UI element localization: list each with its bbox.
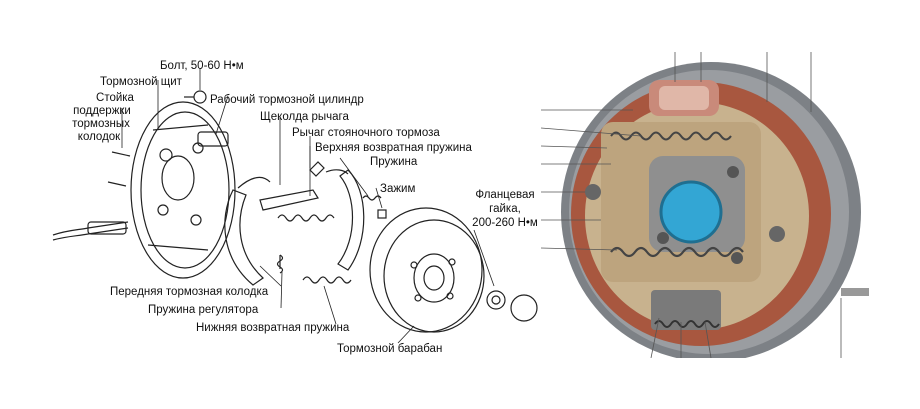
hub-cap-blue	[659, 180, 723, 244]
exploded-view-drawing	[52, 68, 538, 344]
cutaway-view-panel	[540, 52, 871, 362]
cutaway-view-drawing	[540, 52, 871, 362]
axle-stub	[841, 288, 869, 296]
front-shoe	[224, 189, 264, 286]
parking-lever	[259, 189, 319, 211]
support-pins	[107, 151, 131, 187]
label-support-line-4: колодок	[77, 131, 121, 143]
label-support-line-3: тормозных	[72, 118, 130, 130]
label-adjuster-spring: Пружина регулятора	[148, 304, 259, 316]
label-flange-nut-1: Фланцевая	[475, 189, 535, 201]
upper-spring-cutaway	[610, 131, 732, 141]
adjuster-block	[651, 290, 721, 330]
hub-cap	[510, 294, 538, 322]
label-clamp: Зажим	[380, 183, 416, 195]
label-flange-nut-3: 200-260 Н•м	[472, 217, 538, 229]
flange-nut	[486, 290, 506, 310]
label-spring: Пружина	[370, 156, 418, 168]
clamp-part	[377, 209, 387, 219]
label-bolt: Болт, 50-60 Н•м	[160, 60, 244, 72]
backing-plate	[130, 101, 236, 279]
label-upper-spring: Верхняя возвратная пружина	[315, 142, 472, 154]
label-lever-cheek: Щеколда рычага	[260, 111, 349, 123]
label-brake-drum: Тормозной барабан	[337, 343, 443, 355]
callout-lines	[540, 52, 842, 359]
label-brake-shield: Тормозной щит	[100, 76, 182, 88]
lever-cheek	[309, 161, 325, 177]
label-flange-nut-2: гайка,	[489, 203, 521, 215]
label-wheel-cylinder: Рабочий тормозной цилиндр	[210, 94, 364, 106]
lower-spring-cutaway	[610, 246, 744, 258]
label-lower-spring: Нижняя возвратная пружина	[196, 322, 350, 334]
label-support-line-1: Стойка	[96, 92, 134, 104]
label-front-shoe: Передняя тормозная колодка	[110, 286, 269, 298]
label-parking-lever: Рычаг стояночного тормоза	[292, 127, 440, 139]
leader-lines	[121, 68, 495, 344]
exploded-view-panel	[48, 50, 544, 358]
rear-shoe	[337, 169, 365, 271]
brake-drum	[369, 207, 483, 333]
label-support-line-2: поддержки	[73, 105, 131, 117]
line-fitting	[87, 221, 127, 235]
bolt	[193, 90, 207, 104]
wheel-cylinder	[197, 131, 229, 147]
upper-spring	[277, 214, 335, 222]
adjuster-spring	[276, 254, 284, 274]
lower-spring	[302, 276, 352, 284]
